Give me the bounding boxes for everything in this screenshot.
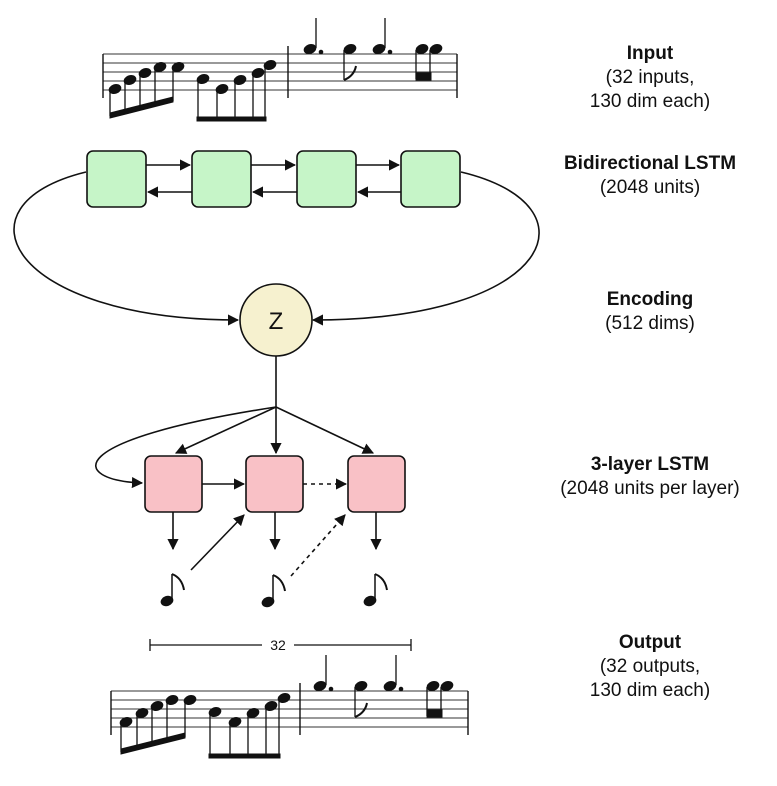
sequence-length-bracket [149,639,412,651]
input-notes-measure-1 [108,59,277,122]
decoder-label-title: 3-layer LSTM [590,454,710,475]
decoder-cell-3 [347,455,406,513]
decoder-cell-1 [144,455,203,513]
input-label: Input (32 inputs, 130 dim each) [560,42,740,114]
eighth-note-icon-2 [261,574,286,608]
encoder-lstm [13,150,540,326]
output-notes-measure-2 [313,655,454,718]
decoder-label-line1: (2048 units per layer) [560,478,740,499]
input-label-line2: 130 dim each) [589,91,711,112]
output-label: Output (32 outputs, 130 dim each) [555,631,745,703]
sequence-length-label: 32 [270,637,286,653]
output-notes-measure-1 [119,692,291,759]
encoder-label-line1: (2048 units) [599,177,701,198]
output-label-line1: (32 outputs, [599,656,701,677]
decoder-output-arrows [167,512,382,551]
feedback-arrows [190,514,346,577]
encoding-label: Encoding (512 dims) [560,288,740,336]
encoder-cell-2 [191,150,252,208]
decoder-lstm [95,356,406,608]
input-label-line1: (32 inputs, [605,67,695,88]
encoder-left-to-z-arrow [13,171,240,326]
output-label-title: Output [618,632,682,653]
encoding-label-title: Encoding [606,289,694,310]
input-notes-measure-2 [303,18,443,81]
input-staff-lines [102,46,458,98]
output-label-line2: 130 dim each) [589,680,711,701]
encoder-right-to-z-arrow [311,171,540,326]
encoder-cell-1 [86,150,147,208]
encoder-cell-3 [296,150,357,208]
decoder-label: 3-layer LSTM (2048 units per layer) [533,453,767,501]
z-to-decoder-arrows [95,356,375,489]
eighth-note-icon-3 [363,573,388,607]
output-staff-lines [110,683,469,735]
encoder-label: Bidirectional LSTM (2048 units) [535,152,765,200]
encoder-cell-4 [400,150,461,208]
input-label-title: Input [626,43,674,64]
encoder-label-title: Bidirectional LSTM [563,153,737,174]
output-score [110,655,469,759]
decoder-cell-2 [245,455,304,513]
eighth-note-icon-1 [160,573,185,607]
encoding-label-line1: (512 dims) [605,313,695,334]
latent-symbol: Z [269,308,284,335]
output-note-icons [160,573,388,608]
input-score [102,18,458,122]
latent-node: Z [239,283,313,357]
